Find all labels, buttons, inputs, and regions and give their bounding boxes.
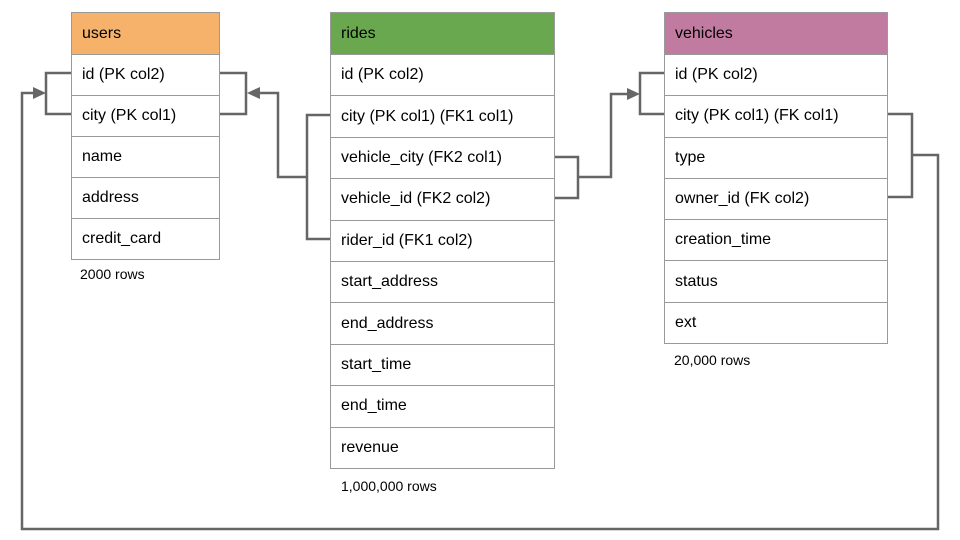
users-column-city: city (PK col1) [72,95,219,136]
table-rides: rides id (PK col2) city (PK col1) (FK1 c… [330,12,555,469]
users-row-count: 2000 rows [80,266,145,282]
rides-to-vehicles-line [578,92,628,179]
users-column-name: name [72,136,219,177]
rides-column-revenue: revenue [331,426,554,468]
rides-column-city: city (PK col1) (FK1 col1) [331,95,554,137]
arrowhead-to-users-right [247,87,260,99]
arrowhead-to-users-left [33,87,46,99]
vehicles-column-creation-time: creation_time [665,219,887,261]
table-rides-header: rides [331,13,554,54]
rides-column-end-time: end_time [331,385,554,427]
users-pk-bracket-left [44,71,71,116]
arrowhead-to-vehicles [627,88,640,100]
table-users-header: users [72,13,219,54]
rides-row-count: 1,000,000 rows [341,478,437,494]
vehicles-column-owner-id: owner_id (FK col2) [665,177,887,220]
rides-column-end-address: end_address [331,302,554,344]
vehicles-column-id: id (PK col2) [665,54,887,96]
vehicles-pk-bracket-left [638,71,664,116]
rides-fk2-bracket [555,155,580,200]
table-users: users id (PK col2) city (PK col1) name a… [71,12,220,260]
vehicles-column-status: status [665,260,887,302]
rides-column-id: id (PK col2) [331,54,554,96]
vehicles-fk-bracket [888,112,914,199]
users-column-credit-card: credit_card [72,218,219,259]
vehicles-column-city: city (PK col1) (FK col1) [665,95,887,137]
rides-column-vehicle-city: vehicle_city (FK2 col1) [331,136,554,179]
vehicles-column-ext: ext [665,301,887,344]
users-pk-bracket-right [220,71,248,116]
users-column-id: id (PK col2) [72,54,219,95]
vehicles-column-type: type [665,136,887,178]
rides-fk1-bracket [305,113,330,241]
vehicles-row-count: 20,000 rows [674,352,751,368]
rides-column-start-time: start_time [331,343,554,386]
table-vehicles-header: vehicles [665,13,887,54]
users-column-address: address [72,177,219,218]
table-vehicles: vehicles id (PK col2) city (PK col1) (FK… [664,12,888,345]
rides-column-start-address: start_address [331,260,554,303]
rides-column-vehicle-id: vehicle_id (FK2 col2) [331,178,554,220]
rides-to-users-line [259,91,307,179]
rides-column-rider-id: rider_id (FK1 col2) [331,219,554,261]
vehicles-to-users-line [20,91,940,531]
